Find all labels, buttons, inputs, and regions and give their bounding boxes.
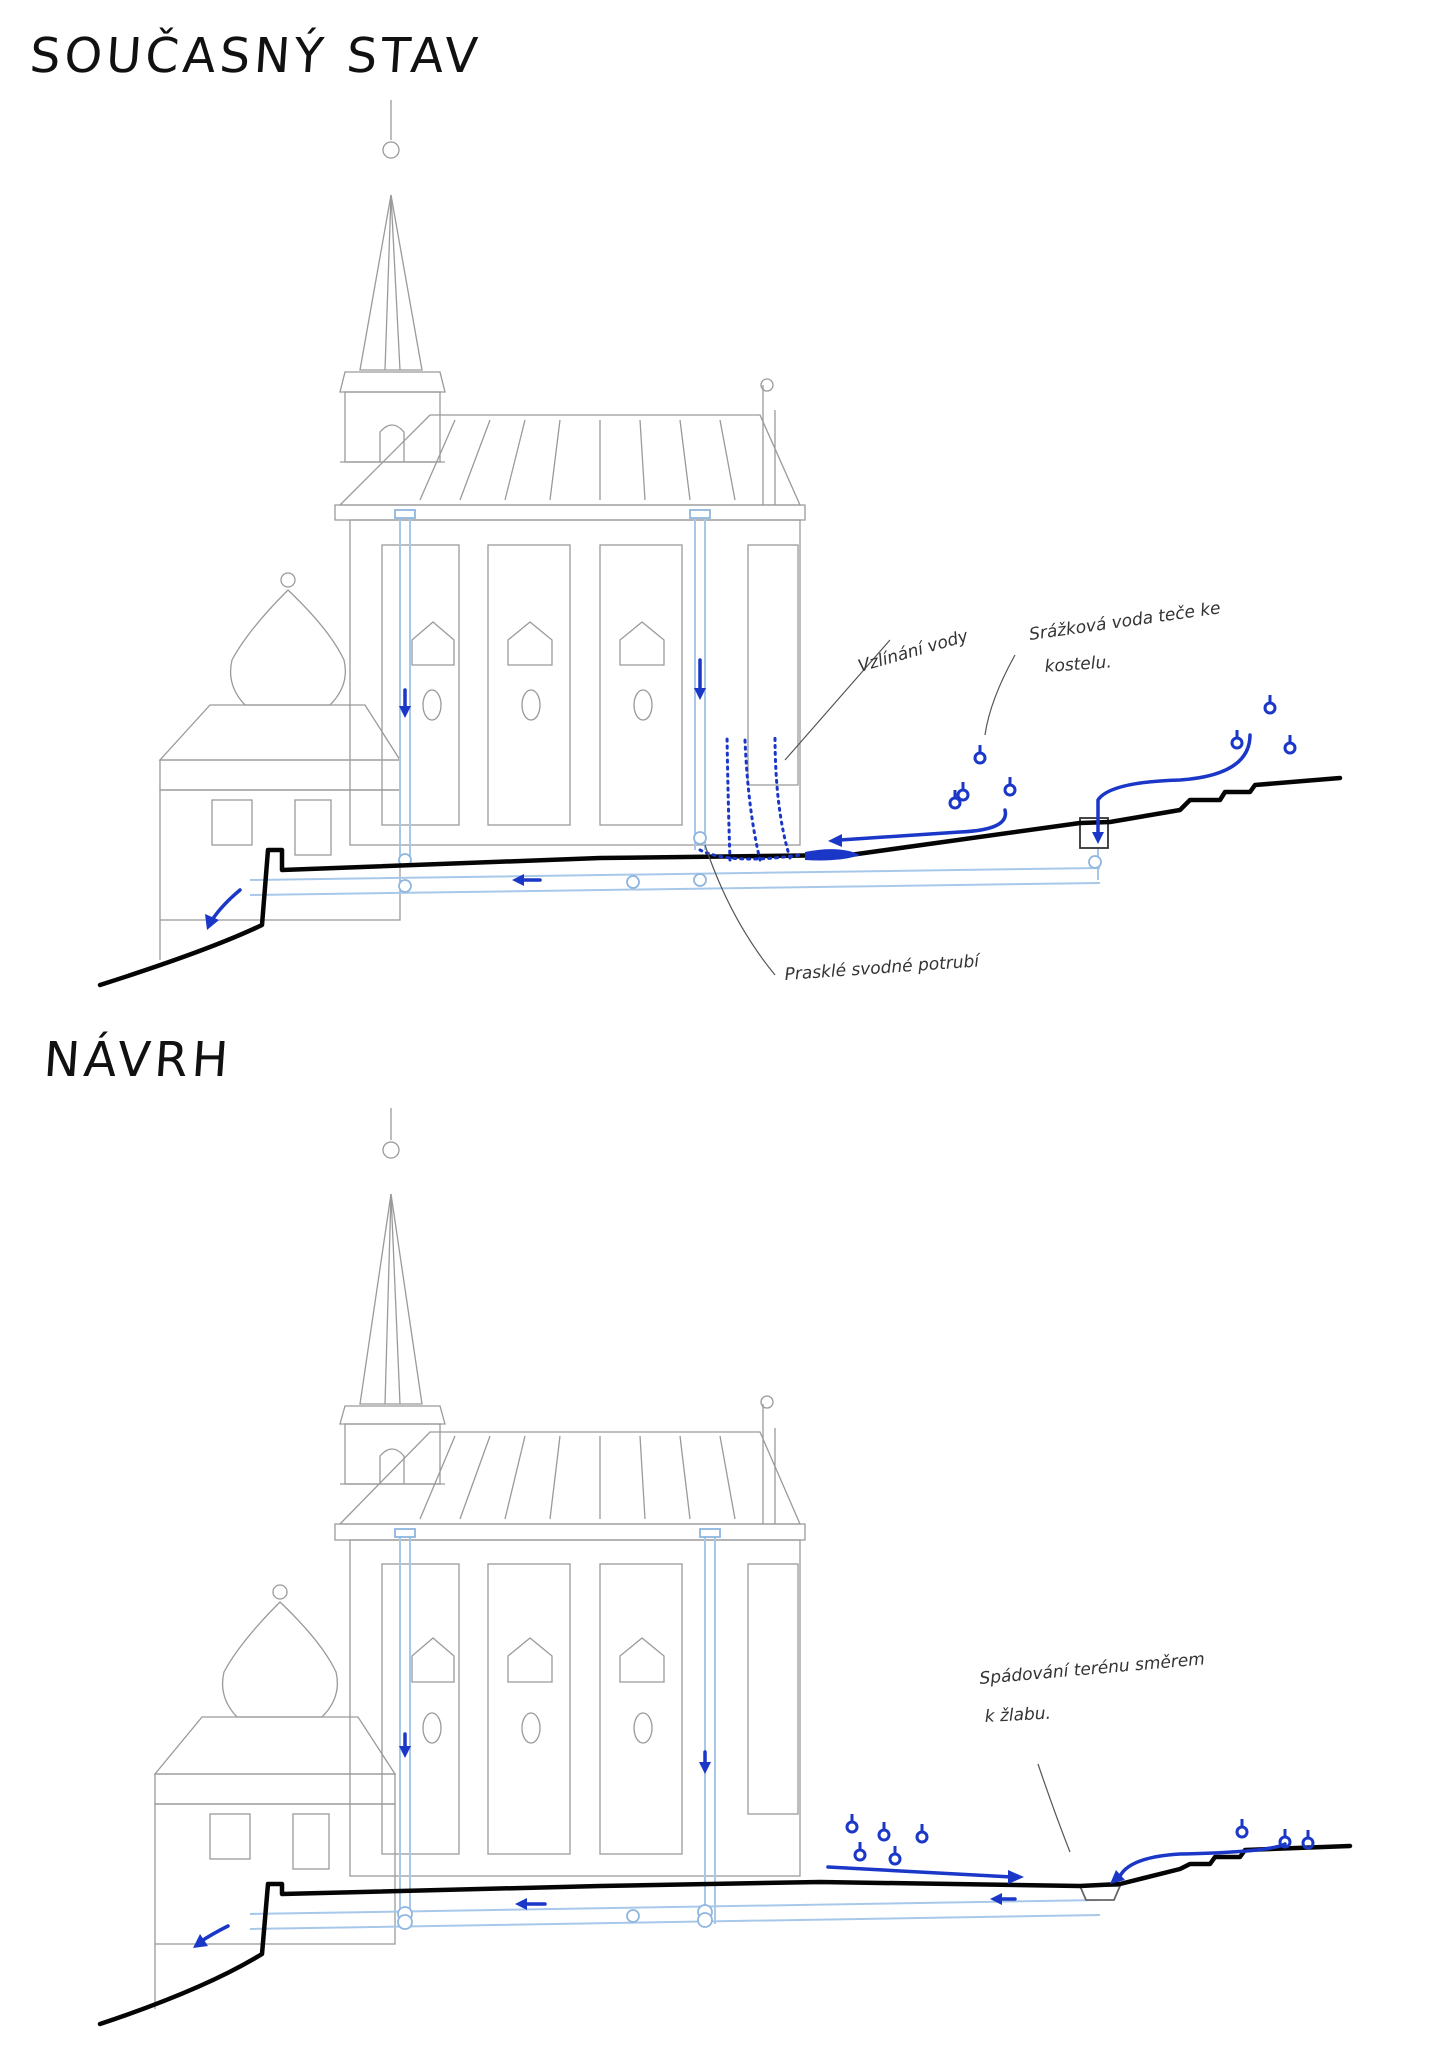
church-drawing — [158, 100, 806, 960]
terrain-line — [97, 1843, 1353, 2027]
note-grading-line-1: Spádování terénu směrem — [979, 1649, 1206, 1689]
note-runoff-line-2: kostelu. — [1044, 652, 1112, 677]
note-runoff-line-1: Srážková voda teče ke — [1028, 598, 1222, 645]
rain-drops — [948, 695, 1297, 810]
rain-drops — [845, 1814, 1315, 1866]
drainage-pipes — [249, 1528, 1122, 1930]
note-cracked-pipe: Prasklé svodné potrubí — [784, 951, 982, 985]
drainage-pipes — [249, 509, 1109, 896]
current-state-diagram: Vzlínání vody Srážková voda teče ke kost… — [97, 100, 1343, 988]
water-flow — [193, 1732, 1287, 1948]
annotations-proposal: Spádování terénu směrem k žlabu. — [979, 1649, 1206, 1853]
church-drawing — [153, 1108, 806, 2009]
note-grading-line-2: k žlabu. — [984, 1704, 1051, 1727]
terrain-line — [97, 775, 1343, 988]
note-water-infiltration: Vzlínání vody — [856, 626, 971, 677]
annotations-current: Vzlínání vody Srážková voda teče ke kost… — [704, 598, 1222, 985]
proposal-diagram: Spádování terénu směrem k žlabu. — [97, 1108, 1353, 2027]
water-flow — [205, 658, 1252, 930]
